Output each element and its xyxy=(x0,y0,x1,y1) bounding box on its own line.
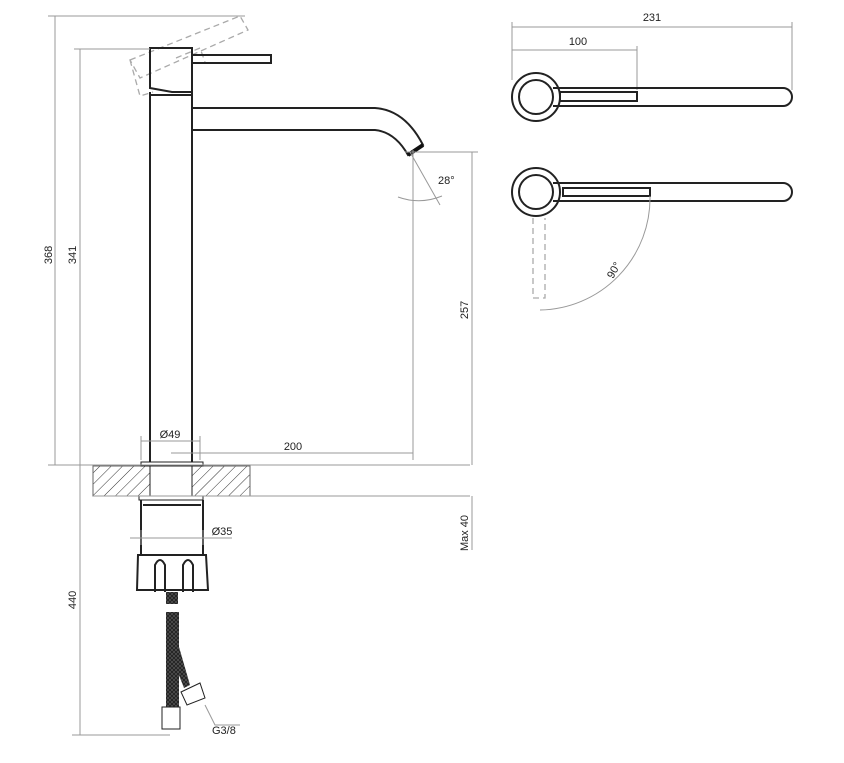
faucet-body xyxy=(149,92,193,465)
dim-max-40: Max 40 xyxy=(459,515,471,551)
dimension-lines xyxy=(48,15,478,736)
dim-90-deg: 90° xyxy=(605,260,624,280)
dim-440: 440 xyxy=(67,591,79,609)
dim-o35: Ø35 xyxy=(212,526,233,538)
lever-open-ghost xyxy=(129,15,249,97)
countertop-section xyxy=(92,461,251,501)
lever-handle xyxy=(191,54,272,64)
dim-o49: Ø49 xyxy=(160,429,181,441)
dim-368: 368 xyxy=(43,246,55,264)
dim-100: 100 xyxy=(569,36,587,48)
dim-257: 257 xyxy=(459,301,471,319)
spout xyxy=(192,107,425,157)
top-view-rotated xyxy=(511,167,793,311)
shank-and-hoses xyxy=(135,500,210,730)
dim-28-deg: 28° xyxy=(438,175,455,187)
dim-200: 200 xyxy=(284,441,302,453)
dim-g3-8: G3/8 xyxy=(212,725,236,737)
top-view-closed xyxy=(511,22,793,122)
dim-341: 341 xyxy=(67,246,79,264)
faucet-side-view xyxy=(129,15,425,465)
dim-231: 231 xyxy=(643,12,661,24)
lever-block xyxy=(149,47,193,93)
